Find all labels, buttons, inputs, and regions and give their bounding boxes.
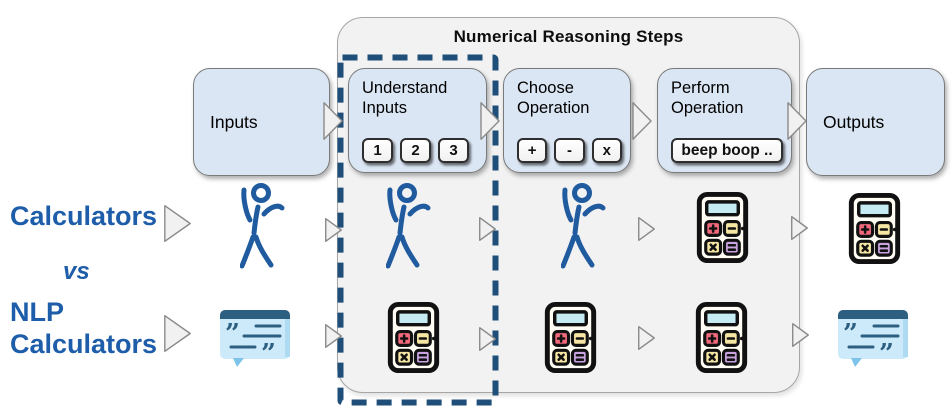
key-3: 3	[438, 138, 469, 163]
speech-bubble-icon: ””	[219, 306, 292, 368]
arrow-calculators-row	[162, 203, 193, 244]
person-icon	[561, 182, 606, 277]
label-nlp-calculators: NLP Calculators	[10, 297, 157, 361]
arrow-row1-into-box	[324, 217, 343, 243]
key-minus: -	[554, 138, 585, 163]
label-line: Understand	[362, 79, 448, 97]
speech-bubble-icon: ””	[837, 306, 910, 368]
person-icon	[386, 182, 431, 277]
calculator-icon	[695, 192, 750, 263]
calculator-icon	[543, 302, 598, 373]
calculator-icon	[386, 302, 441, 373]
arrow-row2-perform-to-output	[791, 322, 810, 348]
label-line: Choose	[517, 79, 574, 97]
beep-boop-key-row: beep boop ..	[671, 138, 783, 163]
stage-outputs-label: Outputs	[823, 111, 885, 132]
stage-understand-inputs: Understand Inputs 1 2 3	[348, 68, 487, 173]
arrow-inputs-to-understand	[322, 100, 344, 142]
svg-text:”: ”	[879, 339, 894, 368]
key-2: 2	[400, 138, 431, 163]
arrow-row1-perform-to-output	[790, 215, 809, 241]
label-vs: vs	[63, 258, 90, 285]
svg-text:”: ”	[261, 339, 276, 368]
person-icon	[240, 182, 285, 277]
arrow-row2-understand-to-choose	[478, 326, 497, 352]
number-keys: 1 2 3	[362, 138, 478, 163]
arrow-row2-choose-to-perform	[637, 325, 656, 351]
arrow-row1-choose-to-perform	[637, 216, 656, 242]
label-line: Calculators	[10, 328, 158, 359]
understand-inputs-highlight-box	[337, 54, 499, 406]
label-line: Inputs	[362, 98, 407, 117]
label-line: NLP	[10, 297, 64, 327]
stage-perform-label: Perform Operation	[671, 79, 783, 119]
key-1: 1	[362, 138, 393, 163]
arrow-row2-into-box	[324, 323, 343, 349]
label-calculators: Calculators	[10, 201, 158, 231]
svg-text:”: ”	[225, 319, 240, 349]
key-plus: +	[517, 138, 548, 163]
stage-understand-label: Understand Inputs	[362, 79, 478, 119]
arrow-row1-understand-to-choose	[478, 216, 497, 242]
arrow-choose-to-perform	[631, 100, 653, 142]
arrow-understand-to-choose	[479, 100, 501, 142]
label-line: Perform	[671, 79, 730, 97]
stage-perform-operation: Perform Operation beep boop ..	[657, 68, 792, 173]
stage-choose-label: Choose Operation	[517, 79, 622, 119]
container-title: Numerical Reasoning Steps	[453, 27, 684, 46]
label-line: Operation	[671, 98, 744, 117]
stage-inputs-label: Inputs	[210, 111, 258, 132]
key-multiply: x	[591, 138, 622, 163]
arrow-perform-to-outputs	[786, 100, 808, 142]
arrow-nlp-calculators-row	[162, 313, 193, 354]
key-beep-boop: beep boop ..	[671, 138, 783, 163]
calculator-icon	[694, 302, 749, 373]
stage-outputs: Outputs	[806, 68, 945, 176]
operator-keys: + - x	[517, 138, 622, 163]
svg-text:”: ”	[843, 319, 858, 349]
stage-inputs: Inputs	[193, 68, 330, 176]
label-line: Operation	[517, 98, 590, 117]
calculator-icon	[847, 193, 902, 264]
stage-choose-operation: Choose Operation + - x	[503, 68, 631, 173]
